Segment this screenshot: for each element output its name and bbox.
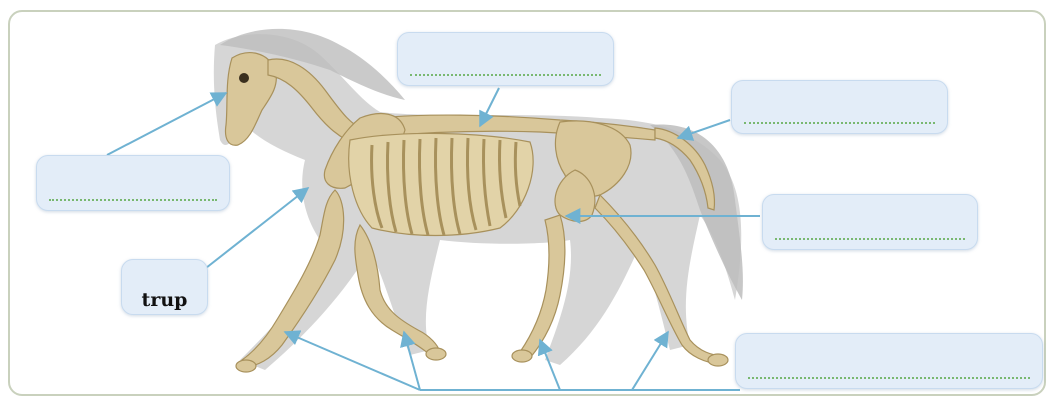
label-box-hip[interactable] [762, 194, 978, 250]
hoof-2 [426, 348, 446, 360]
answer-dotted-line [748, 377, 1030, 379]
hoof-4 [708, 354, 728, 366]
label-box-spine[interactable] [397, 32, 614, 86]
hoof-1 [236, 360, 256, 372]
answer-dotted-line [744, 122, 935, 124]
label-box-legs[interactable] [735, 333, 1043, 389]
label-box-trunk: trup [121, 259, 208, 315]
trunk-label: trup [122, 289, 207, 311]
hoof-3 [512, 350, 532, 362]
arrow-leg-4 [632, 332, 668, 390]
answer-dotted-line [49, 199, 217, 201]
label-box-tail[interactable] [731, 80, 948, 134]
arrow-leg-1 [285, 332, 420, 390]
arrow-head [107, 93, 226, 155]
answer-dotted-line [410, 74, 601, 76]
answer-dotted-line [775, 238, 965, 240]
label-box-head[interactable] [36, 155, 230, 211]
